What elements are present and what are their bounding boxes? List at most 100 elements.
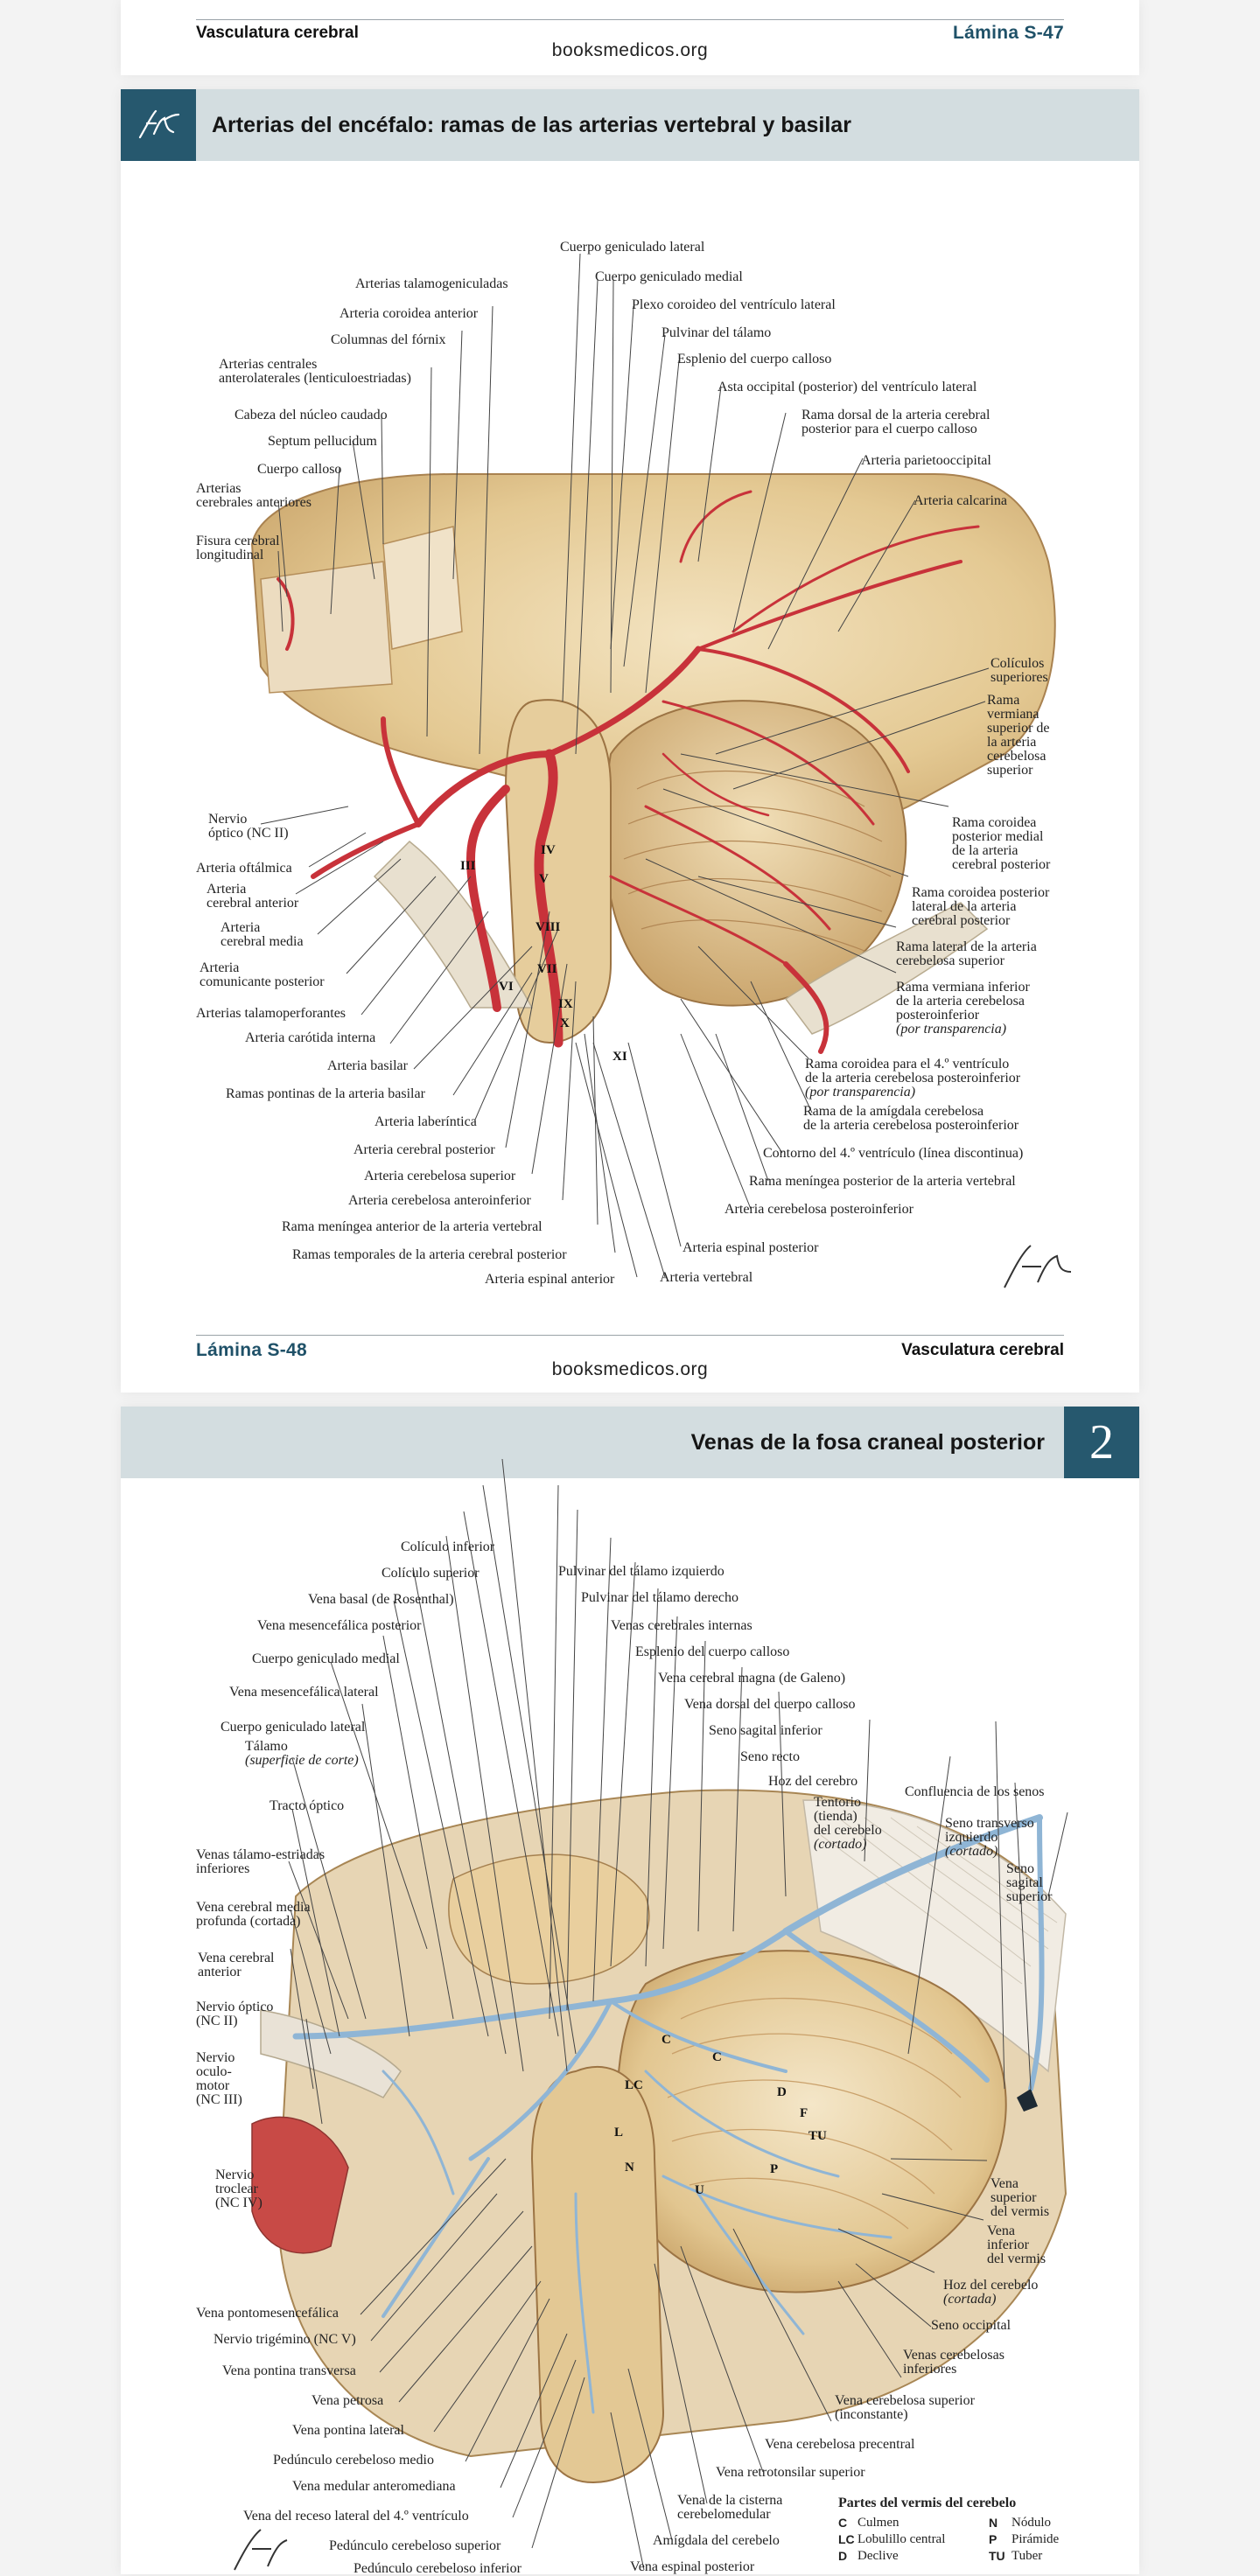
label: Esplenio del cuerpo calloso [635, 1644, 790, 1659]
label: Arteria [200, 960, 240, 975]
label: Venas cerebrales internas [611, 1618, 752, 1633]
vermis-letter: C [662, 2033, 671, 2047]
label: superior [1006, 1889, 1053, 1904]
label: Arterias talamogeniculadas [355, 276, 508, 291]
label: Arteria cerebelosa posteroinferior [724, 1202, 914, 1217]
label: Ramas temporales de la arteria cerebral … [292, 1247, 567, 1262]
label: Vena basal (de Rosenthal) [308, 1592, 454, 1607]
label: Rama coroidea [952, 815, 1037, 830]
label: cerebelomedular [677, 2507, 771, 2522]
plate-venas: Venas de la fosa craneal posterior 2 [121, 1407, 1139, 2576]
label: Vena [990, 2176, 1018, 2191]
label: vermiana [987, 707, 1040, 722]
label: del cerebelo [814, 1823, 882, 1838]
legend-name: Culmen [858, 2516, 900, 2530]
veins-illustration [234, 1458, 1068, 2571]
label: Vena cerebral media [196, 1900, 311, 1915]
label: Tentorio [814, 1795, 861, 1810]
label: Arterias centrales [219, 357, 318, 372]
label: Amígdala del cerebelo [653, 2533, 780, 2548]
label: Rama lateral de la arteria [896, 939, 1037, 954]
label: izquierdo [945, 1830, 998, 1845]
label: inferiores [903, 2362, 957, 2377]
label: Cuerpo calloso [257, 462, 342, 477]
label: profunda (cortada) [196, 1914, 301, 1929]
nerve-numeral: IX [558, 997, 573, 1011]
label: cerebral anterior [206, 896, 299, 911]
label: de la arteria cerebelosa posteroinferior [805, 1071, 1021, 1086]
label: Vena medular anteromediana [292, 2479, 456, 2494]
label: superior de [987, 721, 1050, 736]
legend-name: Tuber [1012, 2549, 1043, 2563]
label: Rama de la amígdala cerebelosa [803, 1104, 984, 1119]
label: Arteria [206, 882, 247, 897]
legend-name: Declive [858, 2549, 899, 2563]
label: Nervio [215, 2168, 255, 2182]
label: Plexo coroideo del ventrículo lateral [632, 297, 836, 312]
vermis-letter: TU [808, 2129, 827, 2143]
nerve-numeral: V [539, 872, 549, 886]
label: Arteria basilar [327, 1058, 408, 1073]
label: inferior [987, 2237, 1029, 2252]
label: Hoz del cerebelo [943, 2278, 1039, 2293]
label: Cabeza del núcleo caudado [234, 408, 388, 422]
label: (superficie de corte) [245, 1753, 359, 1768]
label: (cortada) [943, 2292, 997, 2307]
label: cerebral posterior [952, 857, 1051, 872]
label: Fisura cerebral [196, 534, 280, 548]
label: Cuerpo geniculado medial [595, 269, 743, 284]
label: troclear [215, 2182, 258, 2196]
nerve-numeral: III [460, 859, 476, 873]
footer-section-name: Vasculatura cerebral [901, 1341, 1064, 1359]
label: Colículos [990, 656, 1045, 671]
label: (por transparencia) [896, 1022, 1007, 1037]
label: Vena petrosa [312, 2393, 384, 2408]
label: inferiores [196, 1861, 250, 1876]
label: cerebelosa superior [896, 953, 1004, 968]
label: Nervio [208, 812, 248, 827]
plate-title: Venas de la fosa craneal posterior [690, 1429, 1045, 1455]
label: Vena cerebral magna (de Galeno) [658, 1671, 846, 1686]
legend-name: Nódulo [1012, 2516, 1051, 2530]
netter-signature-icon [121, 89, 196, 161]
label: motor [196, 2078, 230, 2093]
label: lateral de la arteria [912, 899, 1017, 914]
vermis-letter: P [770, 2162, 779, 2176]
vermis-letter: U [695, 2183, 704, 2197]
label: Arteria parietooccipital [861, 453, 991, 468]
label: Confluencia de los senos [905, 1784, 1045, 1799]
label: posterior medial [952, 829, 1044, 844]
label: Vena pontina transversa [222, 2363, 356, 2378]
label: (NC II) [196, 2014, 238, 2028]
netter-signature-icon [1004, 1245, 1072, 1288]
nerve-numeral: XI [612, 1050, 627, 1064]
label: Vena del receso lateral del 4.º ventrícu… [243, 2509, 469, 2524]
label: Arteria espinal anterior [485, 1272, 615, 1287]
label: Rama dorsal de la arteria cerebral [802, 408, 990, 422]
label: Cuerpo geniculado medial [252, 1651, 400, 1666]
label: Contorno del 4.º ventrículo (línea disco… [763, 1146, 1024, 1161]
footer-site: booksmedicos.org [551, 1359, 709, 1379]
plate-title-band: Arterias del encéfalo: ramas de las arte… [121, 89, 1139, 161]
label: superior [987, 763, 1033, 778]
label: anterior [198, 1965, 242, 1979]
label: Vena cerebelosa precentral [765, 2437, 915, 2452]
label: posterior para el cuerpo calloso [802, 422, 977, 436]
label: Vena [987, 2223, 1015, 2238]
label: sagital [1006, 1875, 1043, 1890]
footer-plate-number: Lámina S-48 [196, 1340, 308, 1360]
label: Arteria coroidea anterior [340, 306, 479, 321]
label: Seno transverso [945, 1816, 1034, 1831]
label: Arteria [220, 920, 261, 935]
vermis-letter: D [777, 2085, 787, 2099]
label: Esplenio del cuerpo calloso [677, 352, 832, 367]
nerve-numeral: X [560, 1016, 570, 1030]
legend-name: Lobulillo central [858, 2532, 946, 2546]
legend-code: D [838, 2549, 848, 2563]
label: posteroinferior [896, 1008, 980, 1023]
label: Vena mesencefálica lateral [229, 1685, 379, 1700]
label: Columnas del fórnix [331, 332, 446, 347]
netter-signature-icon [234, 2529, 288, 2571]
label: cerebelosa [987, 749, 1046, 764]
legend-name: Pirámide [1012, 2532, 1060, 2546]
